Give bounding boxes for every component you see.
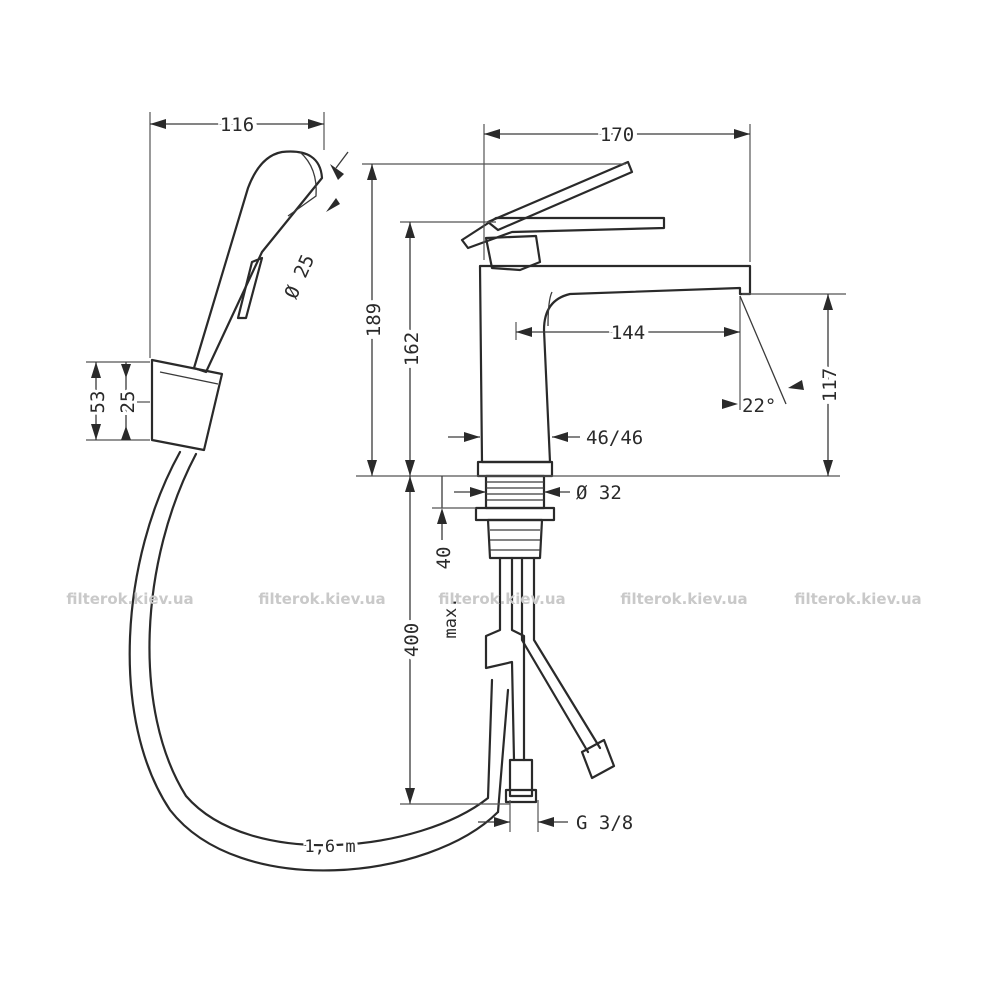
dim-diameter-25: Ø 25: [280, 251, 319, 302]
shower-holder: [150, 358, 224, 452]
dimension-labels: 116 Ø 25 53 25 170 189 162 144 22° 117 4…: [84, 110, 845, 860]
fixing-nut: [474, 506, 556, 522]
dim-g-3-8: G 3/8: [576, 812, 633, 834]
shower-hose-inner: [148, 452, 494, 847]
faucet-base: [476, 460, 554, 478]
threaded-shank: [484, 474, 546, 510]
dim-diameter-32: Ø 32: [576, 482, 622, 504]
watermarks: filterok.kiev.ua filterok.kiev.ua filter…: [66, 590, 921, 608]
dimension-lines: [86, 112, 846, 832]
supply-hose-left: [484, 556, 526, 762]
faucet-body: [478, 264, 752, 464]
watermark-4: filterok.kiev.ua: [620, 590, 747, 608]
dim-53: 53: [87, 391, 109, 414]
watermark-5: filterok.kiev.ua: [794, 590, 921, 608]
supply-hose-right: [520, 556, 602, 754]
dim-46-46: 46/46: [586, 427, 643, 449]
dim-angle-22: 22°: [742, 395, 776, 417]
shower-hose-outer: [128, 450, 500, 872]
dim-162: 162: [401, 332, 423, 366]
faucet-lever-raised: [486, 160, 634, 232]
faucet-assembly: [460, 160, 752, 804]
watermark-3: filterok.kiev.ua: [438, 590, 565, 608]
dim-25: 25: [117, 391, 139, 414]
dim-400: 400: [401, 623, 423, 657]
faucet-lever: [460, 216, 666, 250]
dim-117: 117: [819, 368, 841, 402]
dim-144: 144: [611, 322, 645, 344]
hand-shower-head: [192, 150, 324, 374]
hand-shower-assembly: [128, 150, 510, 872]
hand-shower-button: [236, 256, 264, 320]
supply-hose-fitting-right: [580, 738, 616, 780]
dim-hose-1-6m: 1,6 m: [304, 837, 355, 857]
dim-116: 116: [220, 114, 254, 136]
dim-40: 40: [433, 547, 455, 570]
dim-189: 189: [363, 303, 385, 337]
watermark-1: filterok.kiev.ua: [66, 590, 193, 608]
dim-max-label: max.: [441, 598, 461, 639]
watermark-2: filterok.kiev.ua: [258, 590, 385, 608]
supply-hose-fitting-left: [508, 758, 534, 798]
hand-shower-face: [287, 151, 317, 217]
dim-170: 170: [600, 124, 634, 146]
